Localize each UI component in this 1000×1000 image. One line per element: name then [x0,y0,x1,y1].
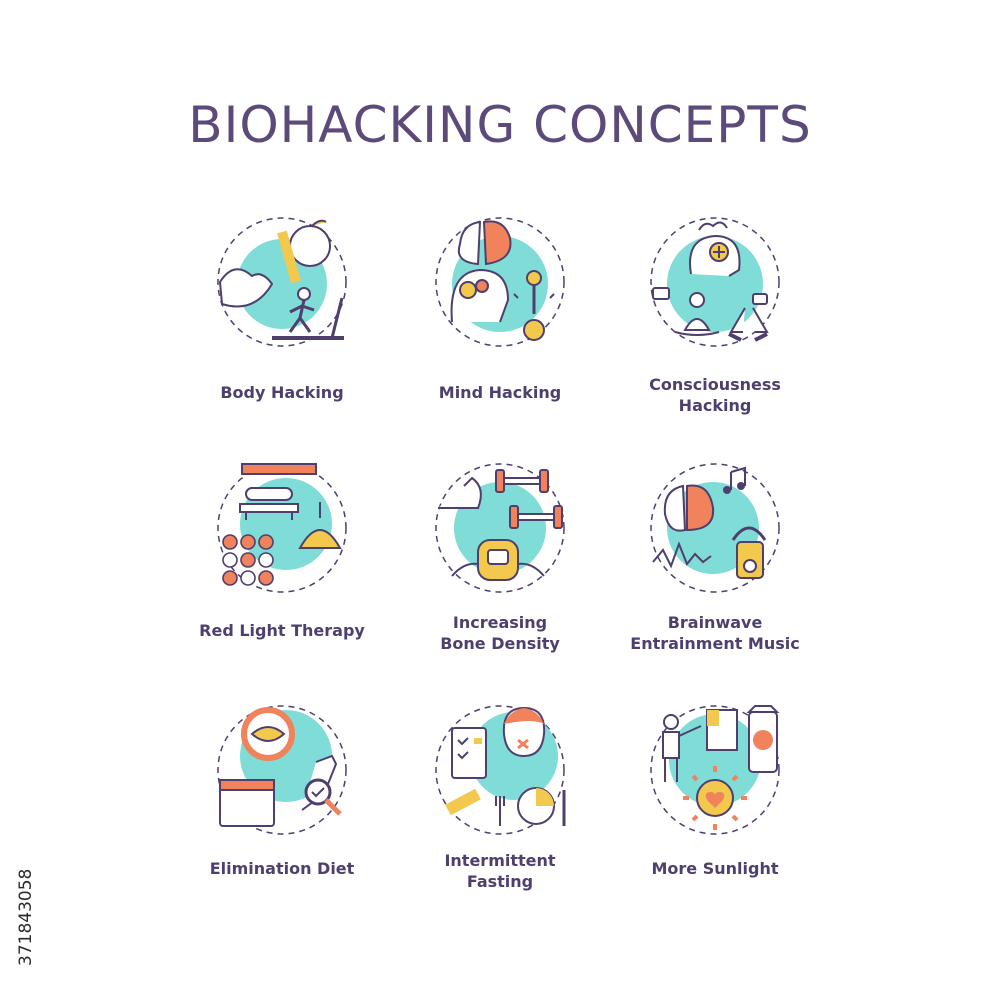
concept-label: More Sunlight [651,859,779,878]
red-light-therapy-icon [217,463,347,593]
concept-label: Body Hacking [220,383,344,402]
mind-hacking-icon [435,217,565,347]
brainwave-music-icon [650,463,780,593]
body-hacking-icon [217,217,347,347]
bone-density-icon [435,463,565,593]
concept-label: Red Light Therapy [199,621,365,640]
concept-card-brainwave-music: Brainwave Entrainment Music [595,458,835,688]
concept-label: Increasing Bone Density [440,613,560,653]
intermittent-fasting-icon [435,705,566,835]
page-title: BIOHACKING CONCEPTS [188,96,812,154]
concept-card-mind-hacking: Mind Hacking [380,212,620,442]
concept-label: Intermittent Fasting [444,851,556,891]
concept-card-body-hacking: Body Hacking [162,212,402,442]
more-sunlight-icon [650,705,780,835]
concept-card-consciousness-hacking: Consciousness Hacking [595,212,835,442]
concept-card-more-sunlight: More Sunlight [595,700,835,930]
concept-card-intermittent-fasting: Intermittent Fasting [380,700,620,930]
concept-label: Brainwave Entrainment Music [630,613,800,653]
elimination-diet-icon [217,705,347,835]
concept-label: Mind Hacking [438,383,562,402]
concept-label: Consciousness Hacking [649,375,781,415]
concept-card-red-light-therapy: Red Light Therapy [162,458,402,688]
concept-label: Elimination Diet [209,859,355,878]
concept-card-elimination-diet: Elimination Diet [162,700,402,930]
stock-id: 371843058 [16,868,36,966]
concept-card-bone-density: Increasing Bone Density [380,458,620,688]
consciousness-hacking-icon [650,217,780,347]
